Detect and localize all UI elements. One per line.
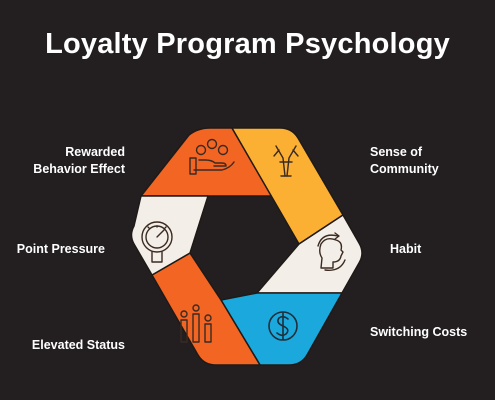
hand-with-coins-icon: [189, 138, 235, 175]
dollar-coin-icon: [268, 311, 298, 341]
page-title: Loyalty Program Psychology: [45, 28, 450, 60]
joined-hands-icon: [273, 145, 299, 177]
label-point-pressure: Point Pressure: [16, 242, 105, 256]
label-rewarded-behavior-effect: Rewarded Behavior Effect: [33, 145, 125, 176]
label-habit: Habit: [390, 242, 422, 256]
pressure-gauge-icon: [141, 221, 173, 263]
label-elevated-status: Elevated Status: [31, 338, 125, 352]
label-sense-of-community: Sense of Community: [370, 145, 439, 176]
segment-point-pressure: [130, 195, 209, 276]
segment-rewarded-behavior-effect: [140, 127, 273, 197]
label-switching-costs: Switching Costs: [370, 325, 468, 339]
segment-sense-of-community: [231, 127, 344, 245]
head-with-cycle-arrows-icon: [317, 232, 346, 271]
rising-figures-icon: [180, 304, 212, 343]
